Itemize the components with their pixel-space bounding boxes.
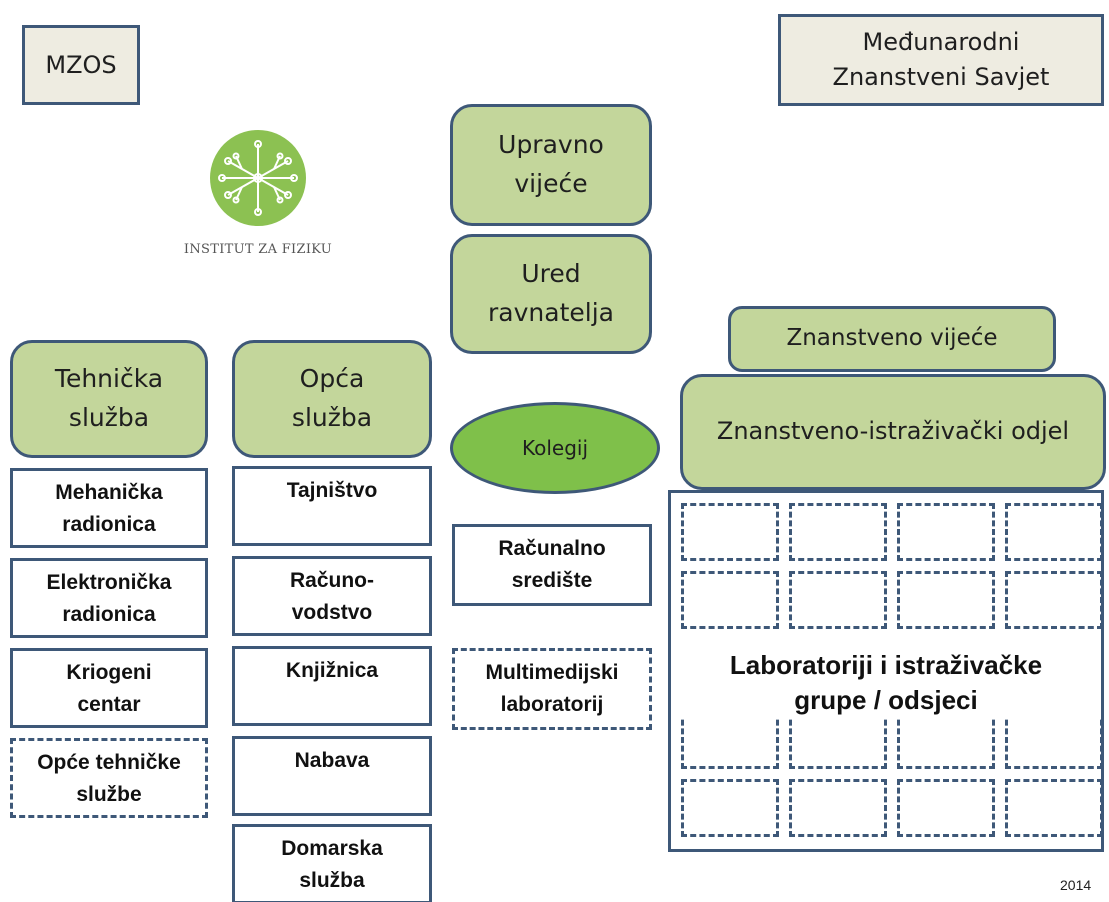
lab-cell [1005,711,1103,769]
general-item-label: Tajništvo [286,479,378,502]
technical-item-mechanical: Mehanička radionica [10,468,208,548]
general-item-label: Domarska služba [281,837,383,892]
scientific-council-label: Znanstveno vijeće [786,325,998,352]
year-label: 2014 [1060,877,1092,893]
institute-logo-icon [210,130,306,226]
research-department-box: Znanstveno-istraživački odjel [680,374,1106,490]
computing-center-label: Računalno središte [498,537,606,592]
mzos-label: MZOS [45,50,117,79]
lab-cell [897,503,995,561]
general-item-janitorial: Domarska služba [232,824,432,902]
technical-item-electronic: Elektronička radionica [10,558,208,638]
director-office-box: Ured ravnatelja [450,234,652,354]
lab-cell [897,711,995,769]
lab-cell [789,711,887,769]
labs-container: Laboratoriji i istraživačke grupe / odsj… [668,490,1104,852]
technical-service-title: Tehnička služba [54,364,164,432]
lab-cell [1005,571,1103,629]
technical-item-label: Elektronička radionica [46,571,172,626]
institute-logo: INSTITUT ZA FIZIKU [176,128,340,268]
general-service-box: Opća služba [232,340,432,458]
general-item-label: Nabava [294,749,370,772]
multimedia-lab-label: Multimedijski laboratorij [485,661,619,716]
technical-item-general: Opće tehničke službe [10,738,208,818]
lab-cell [681,503,779,561]
lab-cell [1005,779,1103,837]
technical-item-cryogenic: Kriogeni centar [10,648,208,728]
lab-cell [681,779,779,837]
lab-cell [789,571,887,629]
collegium-ellipse: Kolegij [450,402,660,494]
general-item-label: Računo- vodstvo [290,569,374,624]
general-item-secretariat: Tajništvo [232,466,432,546]
lab-cell [789,503,887,561]
lab-cell [1005,503,1103,561]
computing-center-box: Računalno središte [452,524,652,606]
governing-board-label: Upravno vijeće [498,130,604,198]
mzos-box: MZOS [22,25,140,105]
lab-cell [789,779,887,837]
technical-service-box: Tehnička služba [10,340,208,458]
international-council-label: Međunarodni Znanstveni Savjet [832,28,1050,91]
international-council-box: Međunarodni Znanstveni Savjet [778,14,1104,106]
general-item-label: Knjižnica [285,659,379,682]
research-department-label: Znanstveno-istraživački odjel [716,417,1070,446]
lab-cell [897,571,995,629]
general-item-procurement: Nabava [232,736,432,816]
technical-item-label: Mehanička radionica [55,481,163,536]
director-office-label: Ured ravnatelja [488,259,614,327]
technical-item-label: Kriogeni centar [66,661,152,716]
lab-cell [681,571,779,629]
general-service-title: Opća služba [291,364,373,432]
lab-cell [897,779,995,837]
general-item-accounting: Računo- vodstvo [232,556,432,636]
scientific-council-box: Znanstveno vijeće [728,306,1056,372]
lab-cell [681,711,779,769]
technical-item-label: Opće tehničke službe [37,751,181,806]
labs-label: Laboratoriji i istraživačke grupe / odsj… [671,648,1101,719]
general-item-library: Knjižnica [232,646,432,726]
collegium-label: Kolegij [521,436,589,460]
multimedia-lab-box: Multimedijski laboratorij [452,648,652,730]
institute-logo-text: INSTITUT ZA FIZIKU [183,242,333,257]
governing-board-box: Upravno vijeće [450,104,652,226]
